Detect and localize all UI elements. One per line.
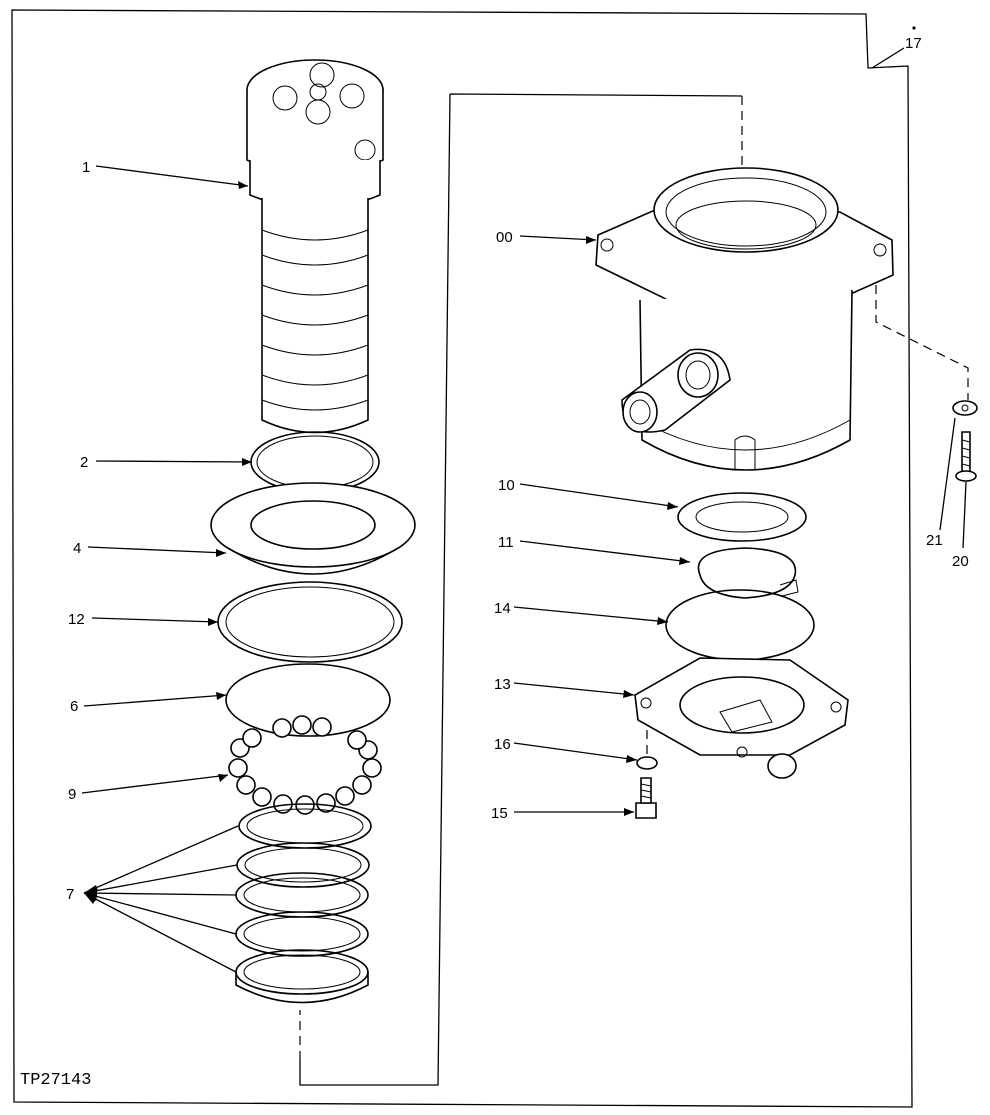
washer-10 [677,492,807,542]
cover-13 [634,657,849,779]
callout-2: 2 [80,454,88,471]
washer-21 [952,400,978,416]
callout-11: 11 [498,534,514,551]
callout-17: 17 [905,35,922,52]
washer-16 [636,730,658,770]
callout-4: 4 [73,540,81,557]
callout-16: 16 [494,736,511,753]
diagram-border [11,9,913,1108]
figure-id: TP27143 [20,1071,91,1090]
callout-9: 9 [68,786,76,803]
flanged-cup-4 [210,482,416,575]
o-ring-14 [665,589,815,661]
callout-10: 10 [498,477,515,494]
callout-12: 12 [68,611,85,628]
race-6 [225,663,391,737]
retaining-ring-11 [697,547,799,599]
callout-6: 6 [70,698,78,715]
screw-centerline [875,285,969,400]
arrowheads [84,26,916,904]
center-rotor [246,59,384,434]
callout-14: 14 [494,600,511,617]
ball-bearing-9 [228,715,382,815]
assembly-bracket [299,93,743,1086]
callout-00: 00 [496,229,513,246]
callout-21: 21 [926,532,943,549]
callout-7: 7 [66,886,74,903]
callout-13: 13 [494,676,511,693]
callout-15: 15 [491,805,508,822]
seal-stack-7 [235,803,372,1004]
swivel-housing-00 [595,167,894,471]
leader-lines [81,47,967,973]
seal-ring-12 [217,581,403,663]
cap-screw-15 [635,777,657,819]
screw-20 [955,431,977,482]
callout-20: 20 [952,553,969,570]
callout-1: 1 [82,159,90,176]
